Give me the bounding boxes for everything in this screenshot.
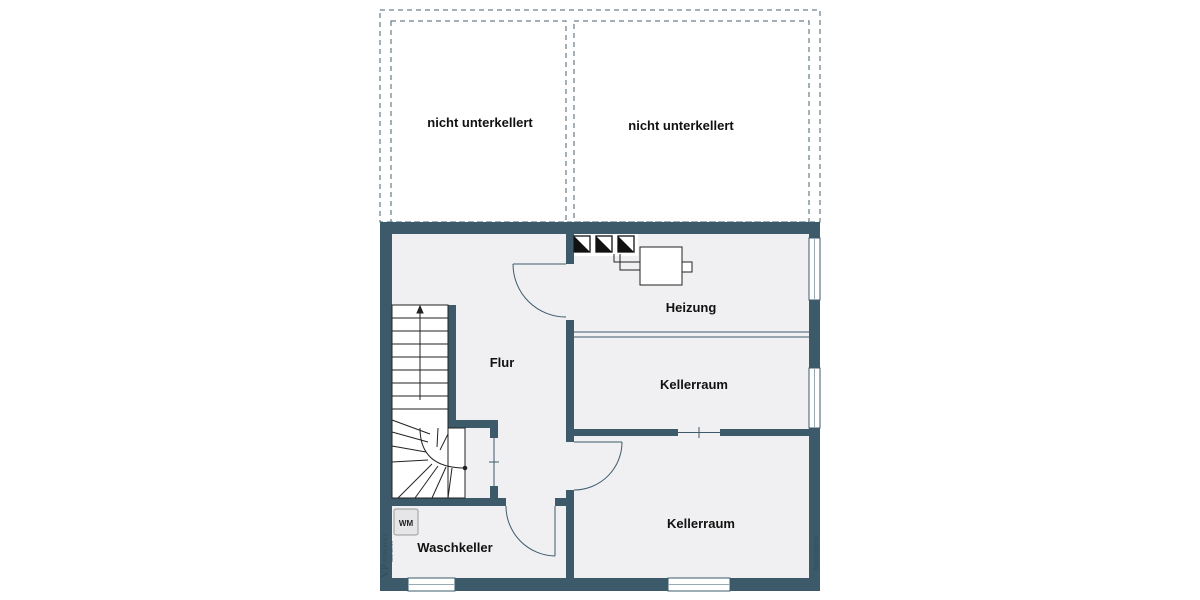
wall-left [380, 222, 392, 591]
wall-bottom-3 [730, 578, 820, 591]
door-swings [489, 263, 623, 557]
wall-laundry-top [392, 498, 506, 506]
wall-bottom-2 [455, 578, 668, 591]
stair-direction-arrow-icon [416, 304, 424, 314]
logo-tagline: IMMOBILIEN [390, 540, 394, 562]
walls [380, 222, 820, 591]
wall-storage-divider-left [574, 429, 678, 436]
door-storage-lower-arc [573, 441, 623, 491]
wall-hall-right-top [566, 234, 574, 264]
partition-boiler [574, 331, 809, 338]
unexcavated-outline [379, 9, 821, 223]
staircase [391, 304, 468, 499]
logo-letters: VP [379, 564, 391, 578]
door-boiler-arc [512, 263, 567, 318]
chimney-flue-icon [595, 235, 613, 253]
wall-stair-top [448, 420, 498, 428]
wall-stair-door-bottom [490, 486, 498, 506]
windows [407, 237, 821, 592]
wall-storage-divider-right [720, 429, 809, 436]
room-label-unexcavated-left: nicht unterkellert [427, 115, 533, 130]
wall-hall-right-bottom [566, 490, 574, 578]
room-label-hallway: Flur [490, 355, 515, 370]
room-label-unexcavated-right: nicht unterkellert [628, 118, 734, 133]
room-label-storage-upper: Kellerraum [660, 377, 728, 392]
von-poll-logo: VP VON POLL IMMOBILIEN [379, 532, 394, 578]
chimney-flues [573, 234, 638, 256]
wall-bottom-1 [380, 578, 408, 591]
washing-machine-icon: WM [393, 508, 419, 536]
chimney-flue-icon [617, 235, 635, 253]
washing-machine-label: WM [399, 519, 414, 528]
wall-right-2 [809, 300, 820, 368]
room-label-boiler-room: Heizung [666, 300, 717, 315]
wall-laundry-top-right [555, 498, 566, 506]
door-storage-divider [678, 427, 720, 438]
room-label-laundry: Waschkeller [417, 540, 492, 555]
wall-stair-right [448, 305, 456, 428]
wall-right-3 [809, 428, 820, 591]
wall-stair-door-top [490, 420, 498, 438]
chimney-flue-icon [573, 235, 591, 253]
credit-text: McGrundriss [814, 536, 820, 570]
wall-right-1 [809, 222, 820, 238]
room-label-storage-lower: Kellerraum [667, 516, 735, 531]
stair-start-dot [462, 465, 468, 471]
door-laundry-arc [505, 505, 556, 557]
logo-wordmark: VON POLL [383, 532, 389, 562]
wall-top [380, 222, 820, 234]
boiler-icon [613, 246, 693, 286]
wall-hall-right-mid [566, 320, 574, 442]
